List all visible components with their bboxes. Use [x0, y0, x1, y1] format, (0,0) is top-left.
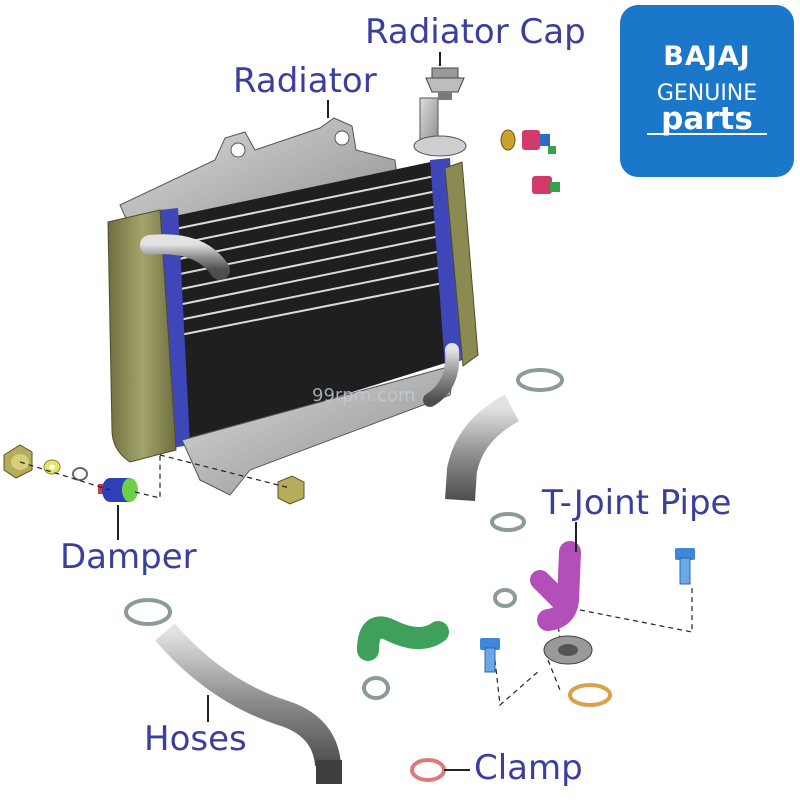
radiator-cap-icon	[425, 67, 465, 100]
bolt-icon	[480, 638, 500, 673]
bolt-icon	[675, 548, 695, 585]
radiator-side-tank-right	[444, 161, 479, 367]
label-t-joint-pipe: T-Joint Pipe	[542, 483, 732, 523]
radiator-blue-edge-right	[430, 158, 462, 368]
radiator-side-tank	[107, 209, 177, 463]
leader-lines	[117, 52, 577, 771]
bracket-hole	[230, 142, 246, 158]
label-clamp: Clamp	[474, 748, 583, 788]
radiator-inlet-pipe	[140, 234, 230, 280]
label-damper: Damper	[60, 537, 197, 577]
radiator-blue-edge-left	[160, 208, 190, 448]
hose-icon	[155, 623, 342, 784]
bolt-icon	[277, 475, 305, 505]
t-joint-pipe-icon	[530, 541, 593, 665]
washer-icon	[43, 459, 88, 481]
brand-name: BAJAJ	[663, 41, 751, 72]
o-ring-icon	[568, 683, 612, 707]
bracket-hole	[334, 130, 350, 146]
brand-line-parts: parts	[661, 101, 753, 137]
watermark-text: 99rpm.com	[312, 385, 416, 406]
radiator-filler-top	[413, 135, 467, 157]
hose-icon	[445, 394, 520, 501]
radiator-icon	[107, 97, 479, 496]
green-hose-icon	[357, 616, 449, 661]
brand-line-genuine: GENUINE	[656, 81, 758, 106]
brand-logo-badge: BAJAJ GENUINE parts	[620, 5, 794, 177]
label-radiator: Radiator	[233, 61, 377, 101]
label-radiator-cap: Radiator Cap	[365, 12, 586, 52]
clamp-icon	[410, 758, 446, 782]
bolt-icon	[3, 444, 33, 479]
radiator-outlet-pipe	[423, 343, 460, 407]
sensor-parts	[500, 129, 560, 194]
damper-icon	[98, 478, 138, 502]
label-hoses: Hoses	[144, 719, 247, 759]
brand-underline	[647, 133, 767, 135]
clamp-icon	[124, 368, 564, 700]
